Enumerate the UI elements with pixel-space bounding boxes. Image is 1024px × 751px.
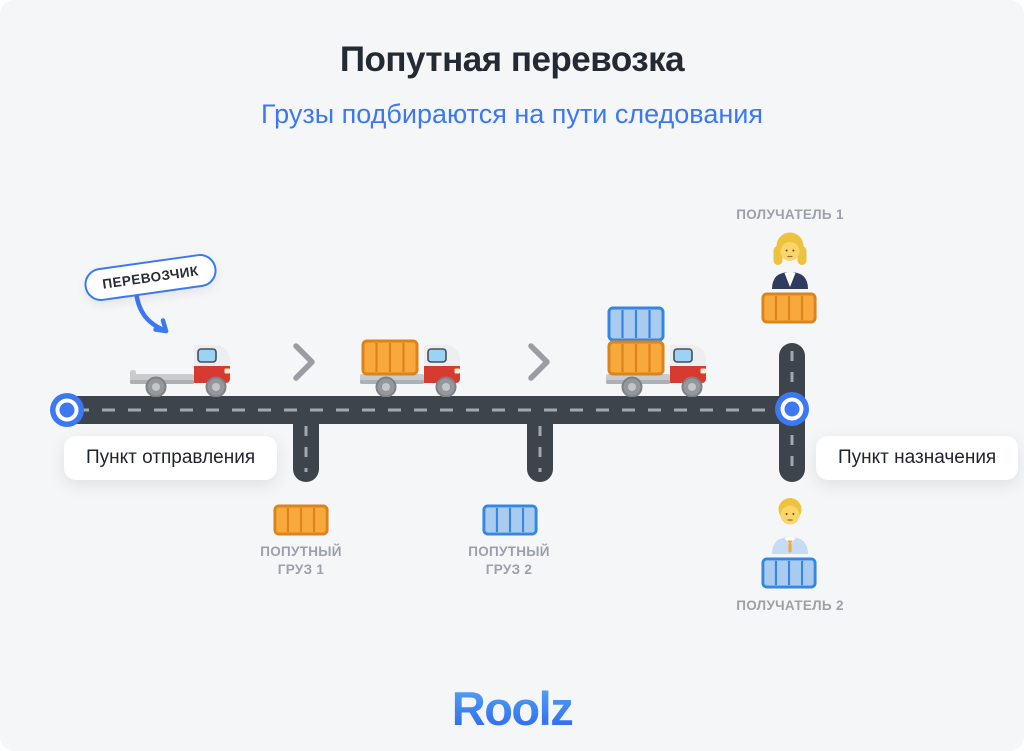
receiver-2-cargo-icon — [761, 557, 817, 589]
branch-road-2 — [527, 418, 553, 482]
truck-two-containers-icon — [606, 306, 706, 397]
cargo-2-label: ПОПУТНЫЙ ГРУЗ 2 — [468, 544, 550, 577]
truck-one-container-icon — [360, 339, 460, 397]
man-office-worker-icon — [772, 498, 808, 554]
receiver-2-label: ПОЛУЧАТЕЛЬ 2 — [736, 598, 844, 613]
chevron-right-icon — [293, 343, 315, 381]
receiver-1-label: ПОЛУЧАТЕЛЬ 1 — [736, 207, 844, 222]
truck-empty-icon — [130, 345, 230, 397]
roolz-logo: Roolz — [0, 681, 1024, 736]
chevron-right-icon — [528, 343, 550, 381]
destination-point-icon — [775, 392, 809, 426]
woman-office-worker-icon — [772, 232, 808, 289]
destination-label: Пункт назначения — [816, 436, 1019, 480]
receiver-1-cargo-icon — [761, 292, 817, 324]
origin-point-icon — [50, 393, 84, 427]
cargo-1-icon — [273, 504, 329, 536]
page-title: Попутная перевозка — [339, 40, 685, 79]
cargo-1-label: ПОПУТНЫЙ ГРУЗ 1 — [260, 544, 342, 577]
cargo-2-icon — [482, 504, 538, 536]
route-road — [60, 396, 796, 424]
branch-road-1 — [293, 418, 319, 482]
origin-label: Пункт отправления — [64, 436, 278, 480]
page-subtitle: Грузы подбираются на пути следования — [261, 99, 763, 129]
